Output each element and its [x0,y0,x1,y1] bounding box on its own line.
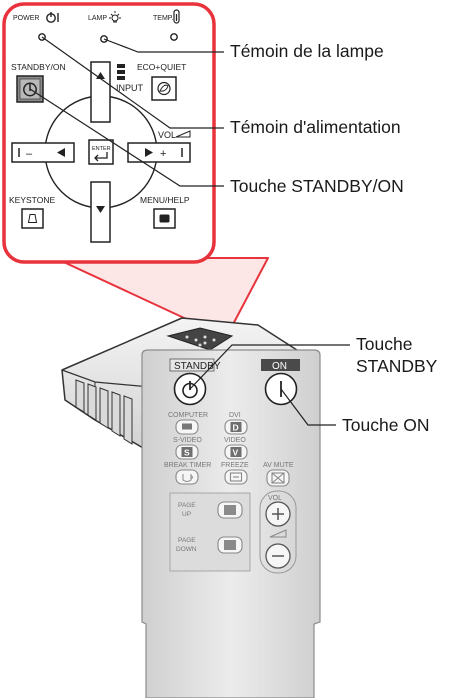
remote-standby-label: STANDBY [174,361,221,372]
menu-help-label: MENU/HELP [140,195,190,205]
remote-page-down-button[interactable] [217,536,243,554]
temp-indicator-led [170,33,178,41]
minus-label: – [26,148,33,160]
plus-label: + [160,148,166,160]
menu-icon [159,214,170,223]
leader-lines [29,36,350,426]
remote-page-up-label-2: UP [182,511,191,518]
volume-ramp-icon [175,130,191,138]
lamp-indicator-label: LAMP [88,15,107,22]
remote-vol-label: VOL [268,495,282,502]
callout-standby-on-button: Touche STANDBY/ON [230,176,404,196]
callout-power-indicator: Témoin d'alimentation [230,117,401,137]
remote-video-label: VIDEO [224,437,246,444]
remote-page-down-label-1: PAGE [178,537,196,544]
remote-page-up-button[interactable] [217,501,243,519]
remote-svideo-key-bg [181,447,193,457]
remote-svideo-label: S-VIDEO [173,437,202,444]
remote-av-mute-label: AV MUTE [263,462,294,469]
remote-break-timer-button[interactable] [175,469,199,485]
zoom-cone [54,257,269,331]
lamp-symbol-icon [109,11,121,23]
remote-vol-plus-button[interactable] [265,501,291,527]
remote-vol-minus-button[interactable] [265,543,291,569]
keystone-button[interactable] [21,208,44,229]
leader-lamp [103,38,224,53]
remote-page-down-label-2: DOWN [176,546,197,553]
remote-break-timer-label: BREAK TIMER [164,462,211,469]
vol-minus-button[interactable] [11,142,75,163]
remote-on-label-bg [261,359,300,371]
remote-video-key-bg [230,447,242,457]
remote-dvi-key: D [233,423,239,433]
freeze-icon [229,472,243,482]
input-label: INPUT [116,83,144,93]
remote-standby-label-bg [169,358,215,372]
remote-video-key: V [233,448,239,458]
remote-computer-button[interactable] [175,419,199,435]
down-button[interactable] [90,181,111,243]
temp-indicator-label: TEMP. [153,15,174,22]
vol-plus-button[interactable] [127,142,191,163]
keystone-icon [27,214,38,223]
input-source-icon [117,64,125,80]
remote-dvi-label: DVI [229,412,241,419]
eco-quiet-label: ECO+QUIET [137,62,186,72]
control-panel-frame [2,2,216,264]
callout-lamp-indicator: Témoin de la lampe [230,41,384,61]
vol-label: VOL [158,130,176,140]
projector-vents [75,379,133,445]
thermometer-icon [173,9,180,24]
callout-on-button: Touche ON [342,415,430,435]
remote-on-label: ON [272,361,287,372]
power-indicator-label: POWER [13,15,39,22]
callout-standby-line2: STANDBY [356,356,438,376]
power-symbol-icon [46,12,59,23]
enter-label: ENTER [92,146,111,152]
remote-freeze-label: FREEZE [221,462,249,469]
remote-svideo-key: S [184,448,190,458]
power-icon [23,82,37,97]
remote-page-up-label-1: PAGE [178,502,196,509]
eco-quiet-button[interactable] [151,76,177,101]
eco-leaf-icon [157,81,171,96]
coffee-cup-icon [182,474,193,482]
leader-on [280,388,336,426]
remote-computer-label: COMPUTER [168,412,208,419]
leader-standby [189,344,350,390]
leader-power [41,36,224,129]
av-mute-icon [271,472,285,484]
remote-vol-ramp-icon [269,529,287,538]
keystone-label: KEYSTONE [9,195,55,205]
remote-dvi-key-bg [230,422,242,432]
remote-vol-frame [259,490,297,574]
input-up-button[interactable] [90,61,111,123]
leader-standby-on [29,88,224,187]
callout-standby-line1: Touche [356,334,413,354]
projector-top-panel [166,327,234,351]
enter-button[interactable] [88,139,114,165]
standby-on-label: STANDBY/ON [11,62,66,72]
